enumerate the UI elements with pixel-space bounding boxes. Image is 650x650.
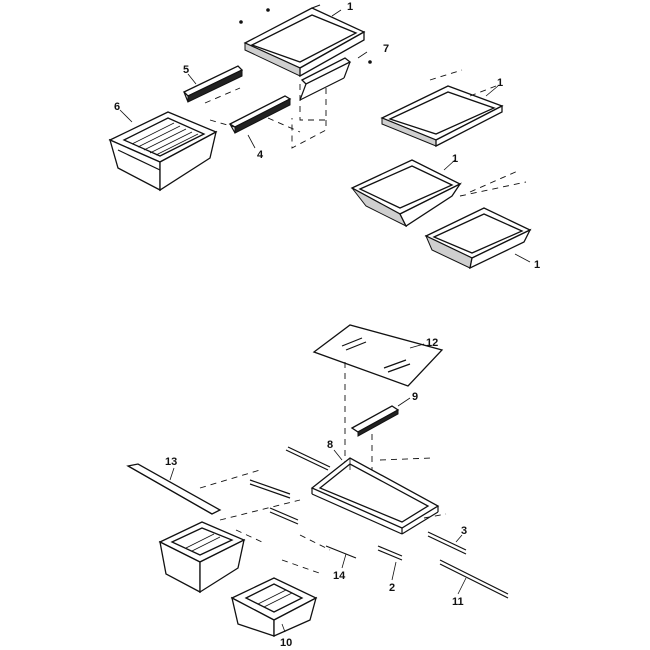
callout-10: 10	[280, 637, 292, 649]
leader-line	[514, 253, 531, 263]
leader-line	[331, 9, 342, 17]
callout-8: 8	[327, 439, 333, 451]
callout-5: 5	[183, 64, 189, 76]
callout-1-right-upper: 1	[497, 77, 503, 89]
shelf-right-lower	[424, 207, 532, 270]
rail-part-5	[182, 65, 244, 103]
alignment-lines-lower	[199, 457, 447, 575]
screw-mark	[368, 60, 372, 64]
rail-part-13	[126, 463, 222, 515]
callout-1-top-shelf: 1	[347, 1, 353, 13]
bar-part-9	[350, 405, 400, 437]
rod	[285, 449, 329, 471]
leader-line	[457, 577, 467, 595]
callout-4: 4	[257, 149, 264, 161]
leader-line	[455, 534, 463, 543]
leader-line	[333, 449, 343, 461]
callout-11: 11	[452, 596, 464, 608]
leader-line	[443, 159, 456, 171]
screw-mark	[266, 8, 270, 12]
shelf-top	[243, 4, 366, 78]
callout-13: 13	[165, 456, 177, 468]
rod	[287, 446, 331, 468]
shelf-frame-part-8	[310, 457, 440, 535]
alignment-line	[469, 169, 521, 193]
callout-7: 7	[383, 43, 389, 55]
screw-mark	[239, 20, 243, 24]
callout-1-right-lower: 1	[534, 259, 540, 271]
callout-1-right-middle: 1	[452, 153, 458, 165]
leader-line	[247, 134, 256, 149]
leader-line	[357, 51, 368, 59]
shelf-right-upper	[380, 85, 504, 148]
alignment-line	[469, 85, 497, 97]
callout-14: 14	[333, 570, 346, 582]
leader-line	[341, 553, 347, 569]
rail-part-3	[427, 531, 467, 555]
callout-3: 3	[461, 525, 467, 537]
rod-part-11	[439, 559, 509, 599]
leader-line	[409, 343, 425, 349]
alignment-line	[429, 69, 463, 81]
leader-line	[485, 85, 499, 97]
alignment-line	[459, 181, 527, 197]
callout-9: 9	[412, 391, 418, 403]
leader-line	[187, 73, 197, 85]
leader-line	[397, 397, 411, 407]
callout-2: 2	[389, 582, 395, 594]
shelf-bracket	[299, 57, 352, 101]
clip-parts	[249, 479, 403, 561]
leader-line	[119, 109, 133, 123]
callout-6: 6	[114, 101, 120, 113]
leader-line	[169, 467, 175, 481]
crisper-drawer-part-10	[230, 577, 318, 638]
leader-line	[281, 623, 286, 633]
crisper-drawer-left-lower	[158, 521, 246, 594]
shelf-right-middle	[350, 159, 462, 228]
leader-line	[391, 561, 397, 581]
callout-12: 12	[426, 337, 438, 349]
rail-part-4	[228, 95, 292, 134]
glass-panel-part-12	[312, 324, 444, 387]
crisper-drawer-part-6	[108, 111, 218, 192]
